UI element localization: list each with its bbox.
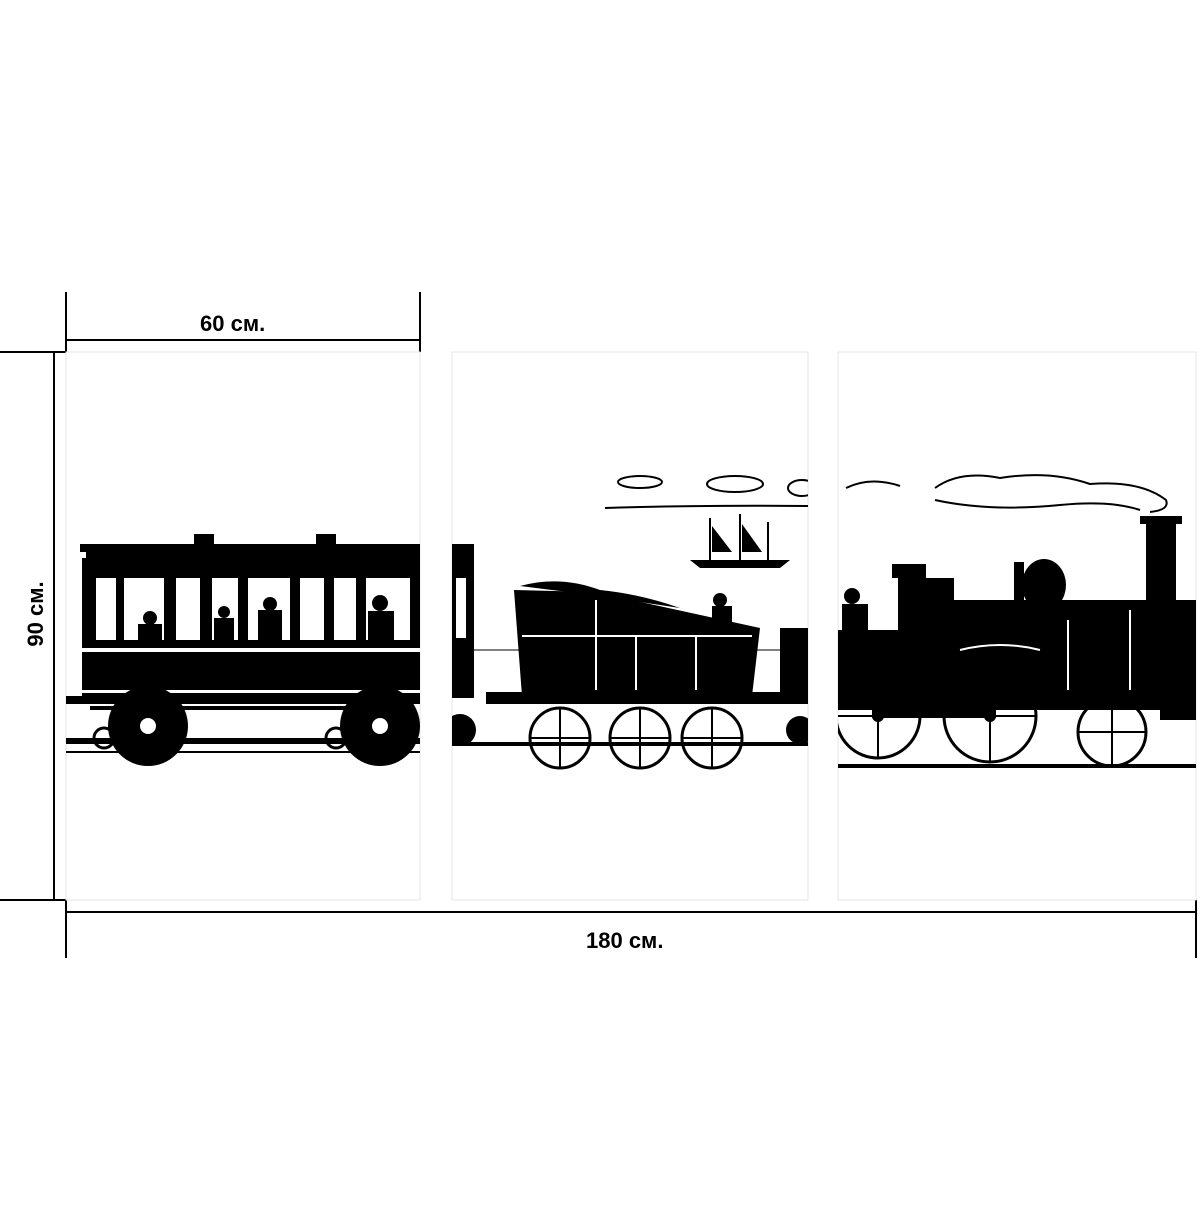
steam-locomotive-illustration bbox=[838, 474, 1196, 768]
passenger-carriage-illustration bbox=[66, 534, 420, 766]
dimension-lines bbox=[0, 292, 1197, 958]
total-width-label: 180 см. bbox=[586, 928, 664, 953]
coal-tender-illustration bbox=[452, 475, 808, 770]
height-label: 90 см. bbox=[23, 581, 48, 647]
panel-width-label: 60 см. bbox=[200, 311, 266, 336]
